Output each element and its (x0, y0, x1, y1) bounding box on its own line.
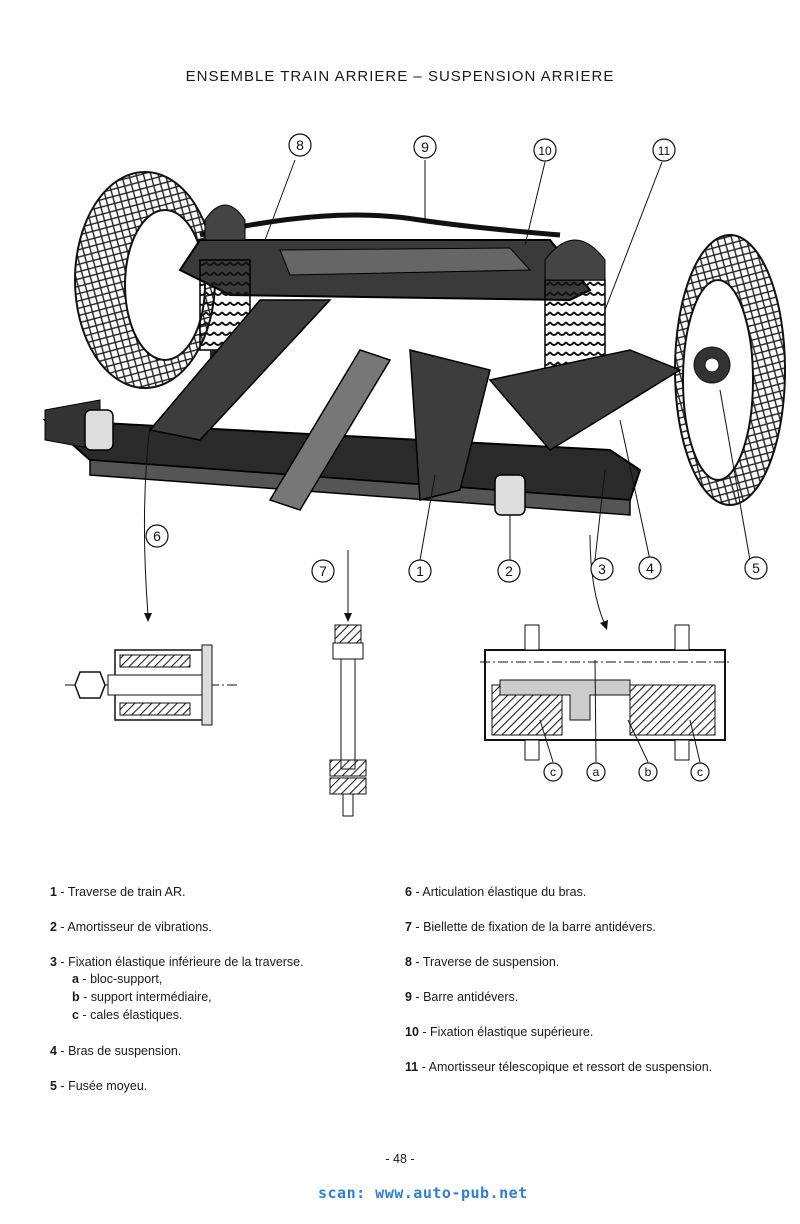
legend-subitem-c: c - cales élastiques. (72, 1008, 183, 1022)
callout-9 (413, 135, 437, 159)
legend-left-column: 1 - Traverse de train AR. 2 - Amortisseu… (50, 884, 380, 1113)
legend-item-7: 7 - Biellette de fixation de la barre an… (405, 920, 656, 934)
legend-item-10: 10 - Fixation élastique supérieure. (405, 1025, 594, 1039)
callout-3 (590, 557, 614, 581)
callout-8 (288, 133, 312, 157)
legend-num: 7 (405, 920, 412, 934)
vibration-damper (494, 474, 526, 516)
suspension-arms (148, 299, 682, 501)
callout-11 (652, 138, 676, 162)
upper-suspension-crossmember (178, 239, 592, 302)
legend-item-6: 6 - Articulation élastique du bras. (405, 885, 587, 899)
left-wheel (74, 171, 216, 389)
callout-9-label: 9 (421, 139, 429, 155)
callout-6-label: 6 (153, 528, 161, 544)
legend-text: Articulation élastique du bras. (422, 885, 587, 899)
callout-b-label: b (645, 765, 652, 779)
legend-text: Barre antidévers. (423, 990, 519, 1004)
legend-text: Fixation élastique inférieure de la trav… (68, 955, 304, 969)
legend-text: Traverse de suspension. (422, 955, 560, 969)
callout-4 (638, 556, 662, 580)
legend-num: 3 (50, 955, 57, 969)
right-wheel (674, 234, 786, 506)
legend-text: Fusée moyeu. (68, 1079, 148, 1093)
callout-11-label: 11 (658, 144, 671, 158)
leader-lines (143, 159, 751, 626)
callout-1 (408, 559, 432, 583)
legend-text: Amortisseur télescopique et ressort de s… (428, 1060, 713, 1074)
legend-item-9: 9 - Barre antidévers. (405, 990, 519, 1004)
legend-num: 4 (50, 1044, 57, 1058)
legend-num: 1 (50, 885, 57, 899)
callout-5 (744, 556, 768, 580)
callout-b (638, 762, 658, 782)
callout-8-label: 8 (296, 137, 304, 153)
leader-arrows (144, 613, 608, 630)
callout-10-label: 10 (538, 144, 552, 158)
legend-num: 11 (405, 1060, 419, 1074)
callout-1-label: 1 (416, 563, 424, 579)
detail-3-lower-mount (480, 624, 730, 763)
callout-7-label: 7 (319, 563, 327, 579)
callout-4-label: 4 (646, 560, 654, 576)
legend-subitem-b: b - support intermédiaire, (72, 990, 212, 1004)
legend-item-2: 2 - Amortisseur de vibrations. (50, 920, 212, 934)
legend-num: 8 (405, 955, 412, 969)
legend-item-4: 4 - Bras de suspension. (50, 1044, 182, 1058)
legend-num: 2 (50, 920, 57, 934)
anti-roll-bar (199, 212, 561, 238)
callout-c-left (543, 762, 563, 782)
callout-c-right-label: c (697, 765, 703, 779)
legend-text: Biellette de fixation de la barre antidé… (423, 920, 656, 934)
callout-5-label: 5 (752, 560, 760, 576)
legend-item-5: 5 - Fusée moyeu. (50, 1079, 148, 1093)
page-title: ENSEMBLE TRAIN ARRIERE – SUSPENSION ARRI… (185, 68, 615, 85)
callout-a (586, 762, 606, 782)
callout-6 (145, 524, 169, 548)
callout-c-right (690, 762, 710, 782)
legend-right-column: 6 - Articulation élastique du bras. 7 - … (405, 884, 795, 1094)
legend-num: 10 (405, 1025, 419, 1039)
legend-text: Bras de suspension. (68, 1044, 182, 1058)
legend-item-8: 8 - Traverse de suspension. (405, 955, 560, 969)
callout-10 (533, 138, 557, 162)
legend-item-1: 1 - Traverse de train AR. (50, 885, 186, 899)
legend-num: 9 (405, 990, 412, 1004)
legend-text: Traverse de train AR. (67, 885, 186, 899)
legend-subitem-a: a - bloc-support, (72, 972, 163, 986)
callout-2 (497, 559, 521, 583)
front-bushing (84, 409, 114, 451)
legend-num: 6 (405, 885, 412, 899)
callout-a-label: a (593, 765, 600, 779)
scan-watermark: scan: www.auto-pub.net (318, 1184, 528, 1202)
rear-axle-illustration: 8 9 10 11 6 7 1 2 3 4 5 c a b c (42, 133, 786, 817)
legend-text: Amortisseur de vibrations. (67, 920, 212, 934)
detail-7-link (329, 624, 367, 817)
legend-text: Fixation élastique supérieure. (430, 1025, 594, 1039)
callout-3-label: 3 (598, 561, 606, 577)
page-number: - 48 - (385, 1152, 415, 1166)
callout-7 (311, 559, 335, 583)
callout-2-label: 2 (505, 563, 513, 579)
detail-6-bushing-section (65, 644, 240, 726)
legend-num: 5 (50, 1079, 57, 1093)
callout-c-left-label: c (550, 765, 556, 779)
tube (268, 349, 392, 511)
legend-item-11: 11 - Amortisseur télescopique et ressort… (405, 1060, 713, 1074)
legend-item-3: 3 - Fixation élastique inférieure de la … (50, 954, 380, 1024)
